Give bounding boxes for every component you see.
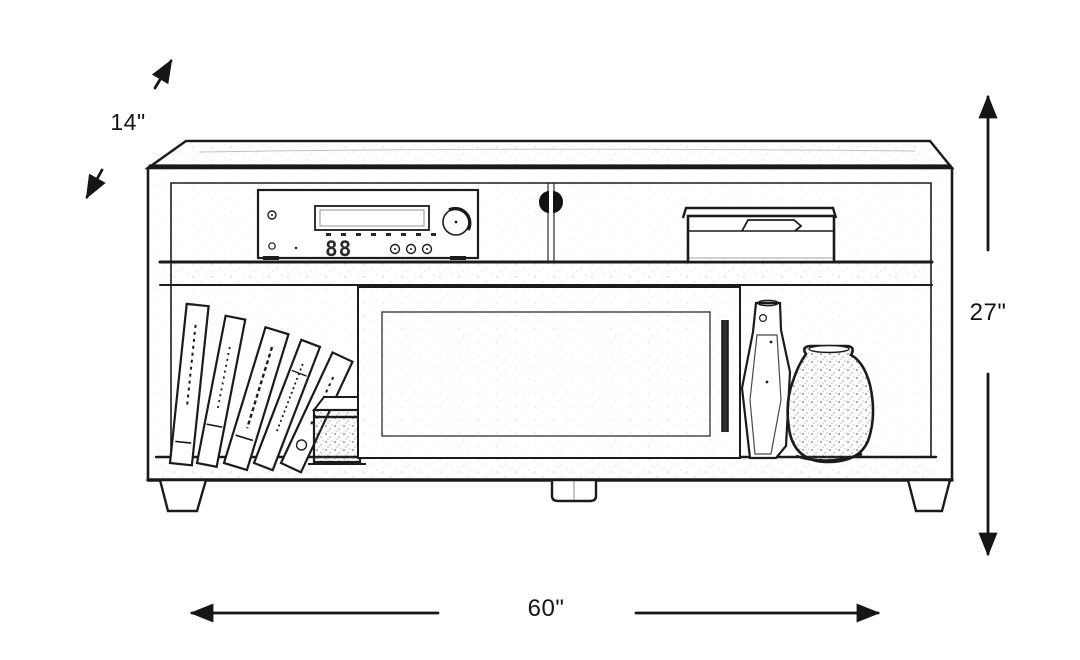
leg-left [158, 478, 208, 513]
receiver-button-row [326, 233, 436, 236]
cabinet-legs [158, 478, 952, 513]
receiver-round-buttons [389, 243, 433, 255]
book [168, 302, 210, 467]
storage-box [681, 206, 838, 264]
leaning-books [168, 302, 354, 474]
door-handle-right-icon [553, 191, 563, 213]
book [222, 325, 290, 472]
receiver-display-digits: 88 [325, 237, 352, 261]
width-dimension-label: 60" [527, 595, 565, 622]
sliding-door-panel [357, 286, 741, 459]
book [195, 314, 247, 469]
shelf-divider [158, 260, 934, 286]
leg-right [906, 478, 952, 513]
receiver-volume-knob-icon [442, 206, 472, 236]
cabinet-top-surface [144, 139, 955, 170]
book [252, 338, 322, 472]
door-handle-left-icon [539, 191, 549, 213]
receiver-display-window [314, 205, 430, 231]
depth-arrow-upper-icon [151, 58, 173, 90]
depth-dimension-label: 14" [110, 109, 146, 135]
receiver-power-button-icon [267, 210, 277, 220]
bottle [740, 299, 792, 460]
depth-arrow-lower-icon [85, 168, 106, 200]
vase [786, 344, 875, 464]
height-dimension-label: 27" [969, 299, 1007, 326]
small-box [308, 396, 373, 465]
door-handle-bar [722, 320, 728, 432]
av-receiver: 88 [256, 188, 480, 261]
box-handle [741, 219, 803, 232]
